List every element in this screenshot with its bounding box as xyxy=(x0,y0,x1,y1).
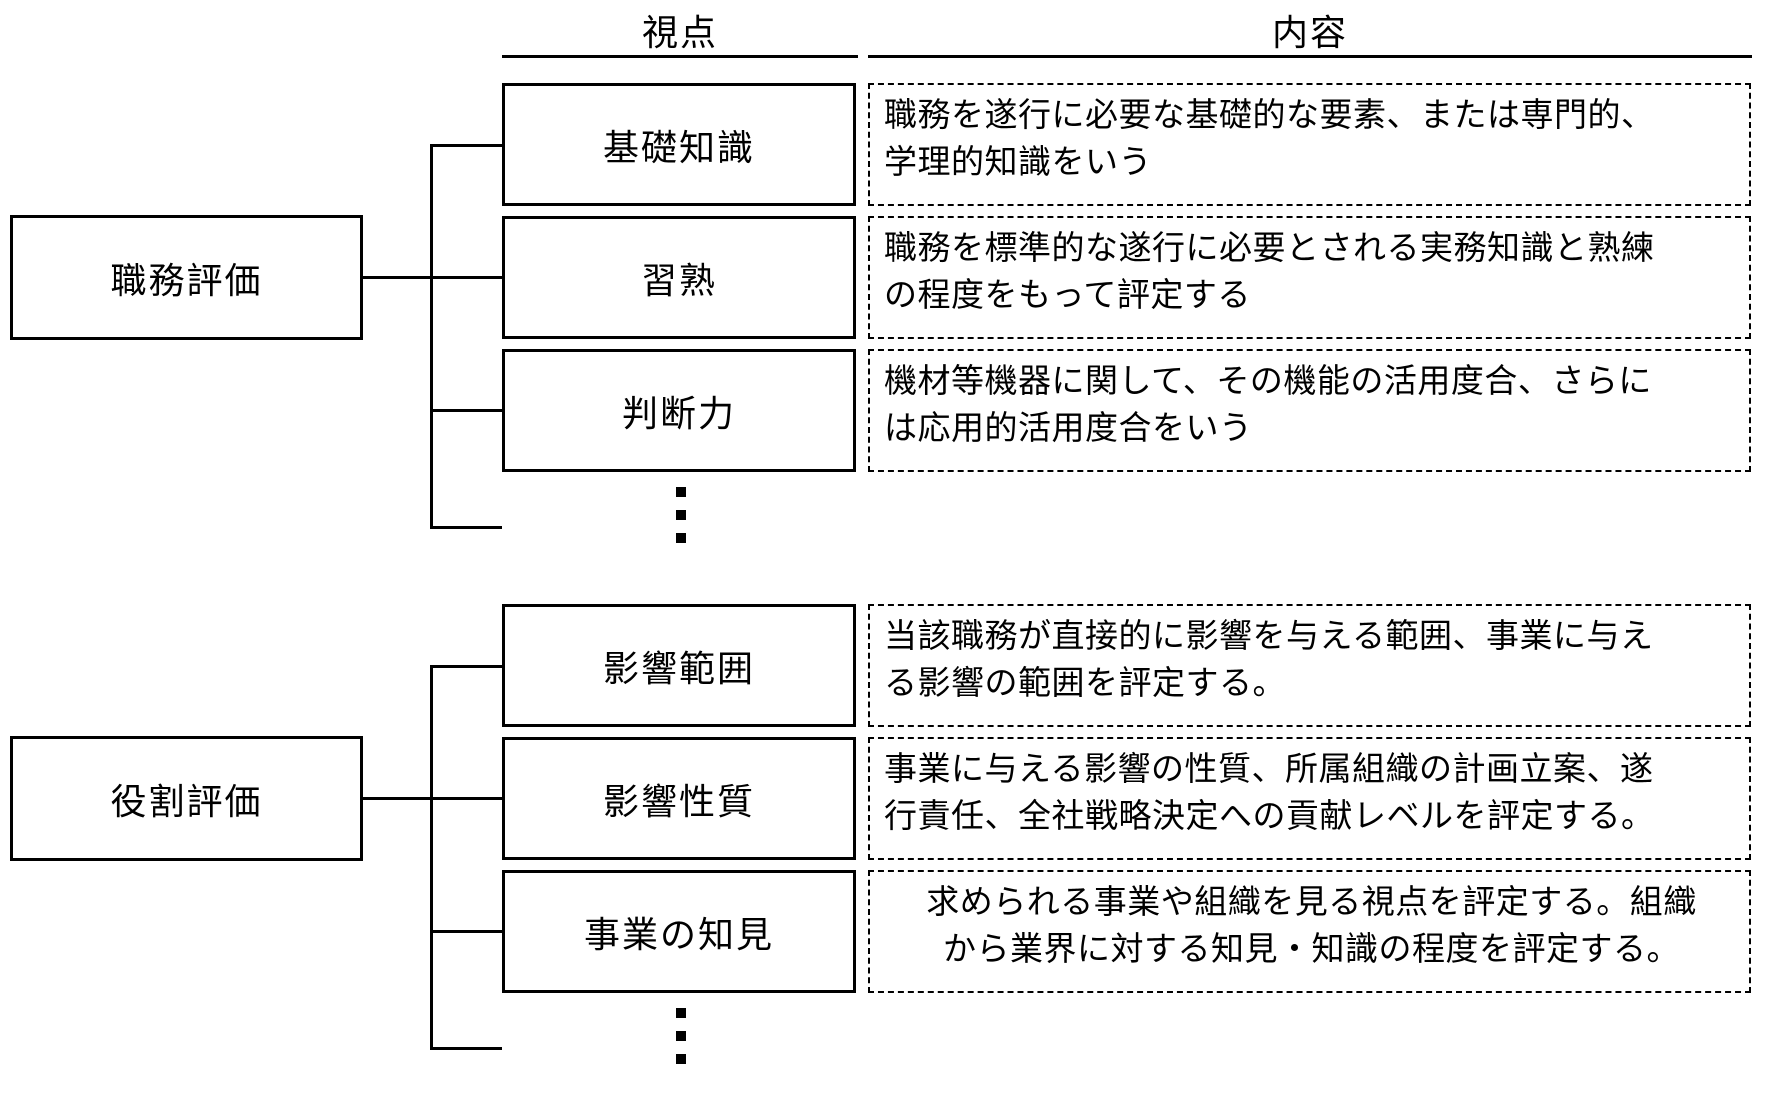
ellipsis-dot xyxy=(676,487,686,497)
root-box-role-evaluation: 役割評価 xyxy=(10,736,363,861)
content-box: 当該職務が直接的に影響を与える範囲、事業に与え る影響の範囲を評定する。 xyxy=(868,604,1751,727)
perspective-box: 基礎知識 xyxy=(502,83,856,206)
content-box: 事業に与える影響の性質、所属組織の計画立案、遂 行責任、全社戦略決定への貢献レベ… xyxy=(868,737,1751,860)
perspective-header-underline xyxy=(502,55,858,58)
content-column-header: 内容 xyxy=(1271,12,1348,53)
perspective-box: 影響範囲 xyxy=(502,604,856,727)
root-box-job-evaluation: 職務評価 xyxy=(10,215,363,340)
tree-branch-line xyxy=(430,144,504,147)
ellipsis-dot xyxy=(676,533,686,543)
content-box: 職務を標準的な遂行に必要とされる実務知識と熟練 の程度をもって評定する xyxy=(868,216,1751,339)
perspective-box: 影響性質 xyxy=(502,737,856,860)
content-box: 機材等機器に関して、その機能の活用度合、さらに は応用的活用度合をいう xyxy=(868,349,1751,472)
tree-vertical-line xyxy=(430,144,433,529)
perspective-box: 習熟 xyxy=(502,216,856,339)
tree-branch-line xyxy=(430,930,504,933)
tree-branch-line xyxy=(361,797,504,800)
ellipsis-dot xyxy=(676,1031,686,1041)
tree-branch-line xyxy=(430,665,504,668)
tree-branch-stub xyxy=(430,1047,502,1050)
content-box: 求められる事業や組織を見る視点を評定する。組織 から業界に対する知見・知識の程度… xyxy=(868,870,1751,993)
perspective-box: 事業の知見 xyxy=(502,870,856,993)
content-header-underline xyxy=(868,55,1752,58)
perspective-box: 判断力 xyxy=(502,349,856,472)
ellipsis-dot xyxy=(676,510,686,520)
tree-branch-line xyxy=(430,409,504,412)
tree-vertical-line xyxy=(430,665,433,1050)
tree-branch-line xyxy=(361,276,504,279)
perspective-column-header: 視点 xyxy=(641,12,718,53)
ellipsis-dot xyxy=(676,1054,686,1064)
tree-branch-stub xyxy=(430,526,502,529)
ellipsis-dot xyxy=(676,1008,686,1018)
content-box: 職務を遂行に必要な基礎的な要素、または専門的、 学理的知識をいう xyxy=(868,83,1751,206)
